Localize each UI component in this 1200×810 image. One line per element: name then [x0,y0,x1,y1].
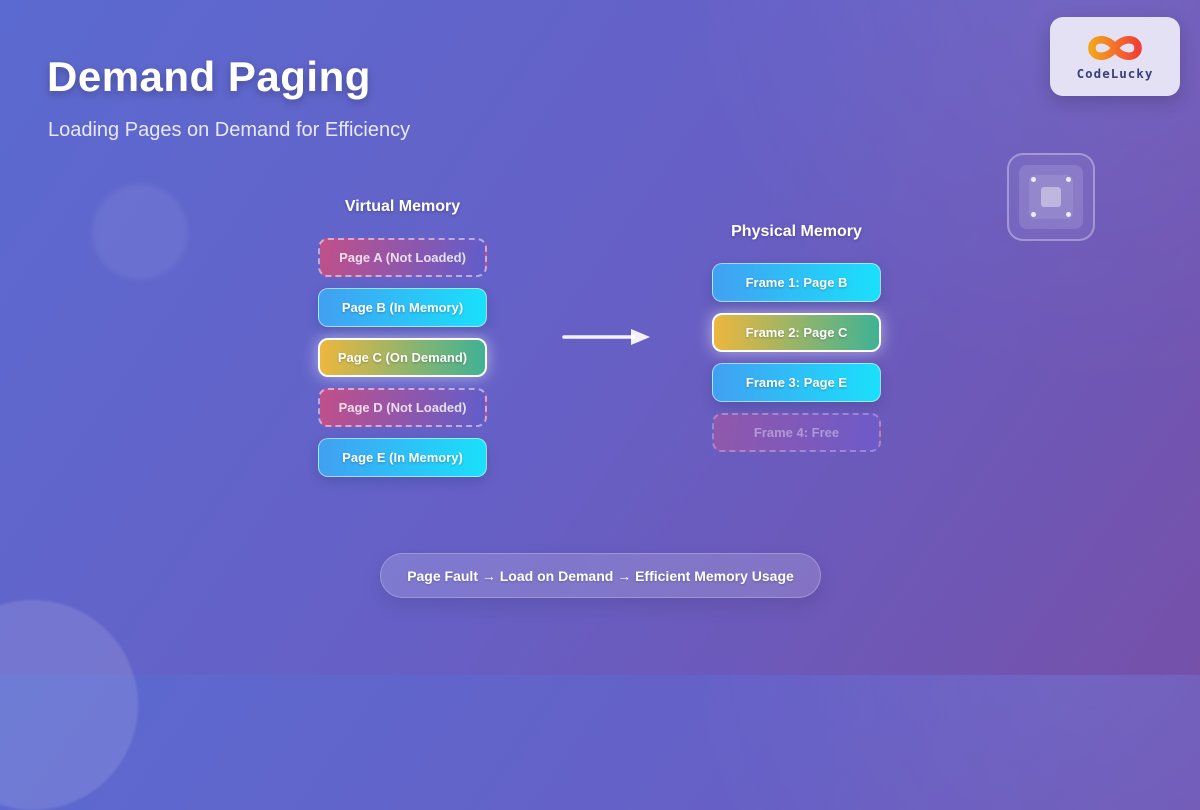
pm-frame-1-box: Frame 1: Page B [712,263,881,302]
vm-page-b-box: Page B (In Memory) [318,288,487,327]
chip-dot [1066,177,1071,182]
chip-inner-layer [1029,175,1073,219]
brand-logo-card: CodeLucky [1050,17,1180,96]
pm-frame-3-box: Frame 3: Page E [712,363,881,402]
right-arrow-icon [562,329,650,345]
chip-core [1041,187,1061,207]
background-circle-bottom-left [0,600,138,810]
chip-dot [1066,212,1071,217]
vm-page-a-box: Page A (Not Loaded) [318,238,487,277]
chip-dot [1031,212,1036,217]
physical-memory-column: Physical Memory Frame 1: Page B Frame 2:… [712,222,881,463]
infinity-icon [1088,35,1142,60]
summary-caption-pill: Page Fault → Load on Demand → Efficient … [380,553,821,598]
vm-page-e-box: Page E (In Memory) [318,438,487,477]
virtual-memory-column: Virtual Memory Page A (Not Loaded) Page … [318,197,487,488]
page-title: Demand Paging [47,53,371,100]
page-subtitle: Loading Pages on Demand for Efficiency [48,119,411,141]
background-circle-top-left [92,184,188,280]
memory-chip-icon [1007,153,1095,241]
physical-memory-title: Physical Memory [731,223,862,240]
brand-name: CodeLucky [1076,65,1154,81]
vm-page-d-box: Page D (Not Loaded) [318,388,487,427]
vm-page-c-box: Page C (On Demand) [318,338,487,377]
virtual-memory-title: Virtual Memory [344,198,461,215]
pm-frame-4-box: Frame 4: Free [712,413,881,452]
chip-dot [1031,177,1036,182]
pm-frame-2-box: Frame 2: Page C [712,313,881,352]
chip-mid-layer [1019,165,1083,229]
